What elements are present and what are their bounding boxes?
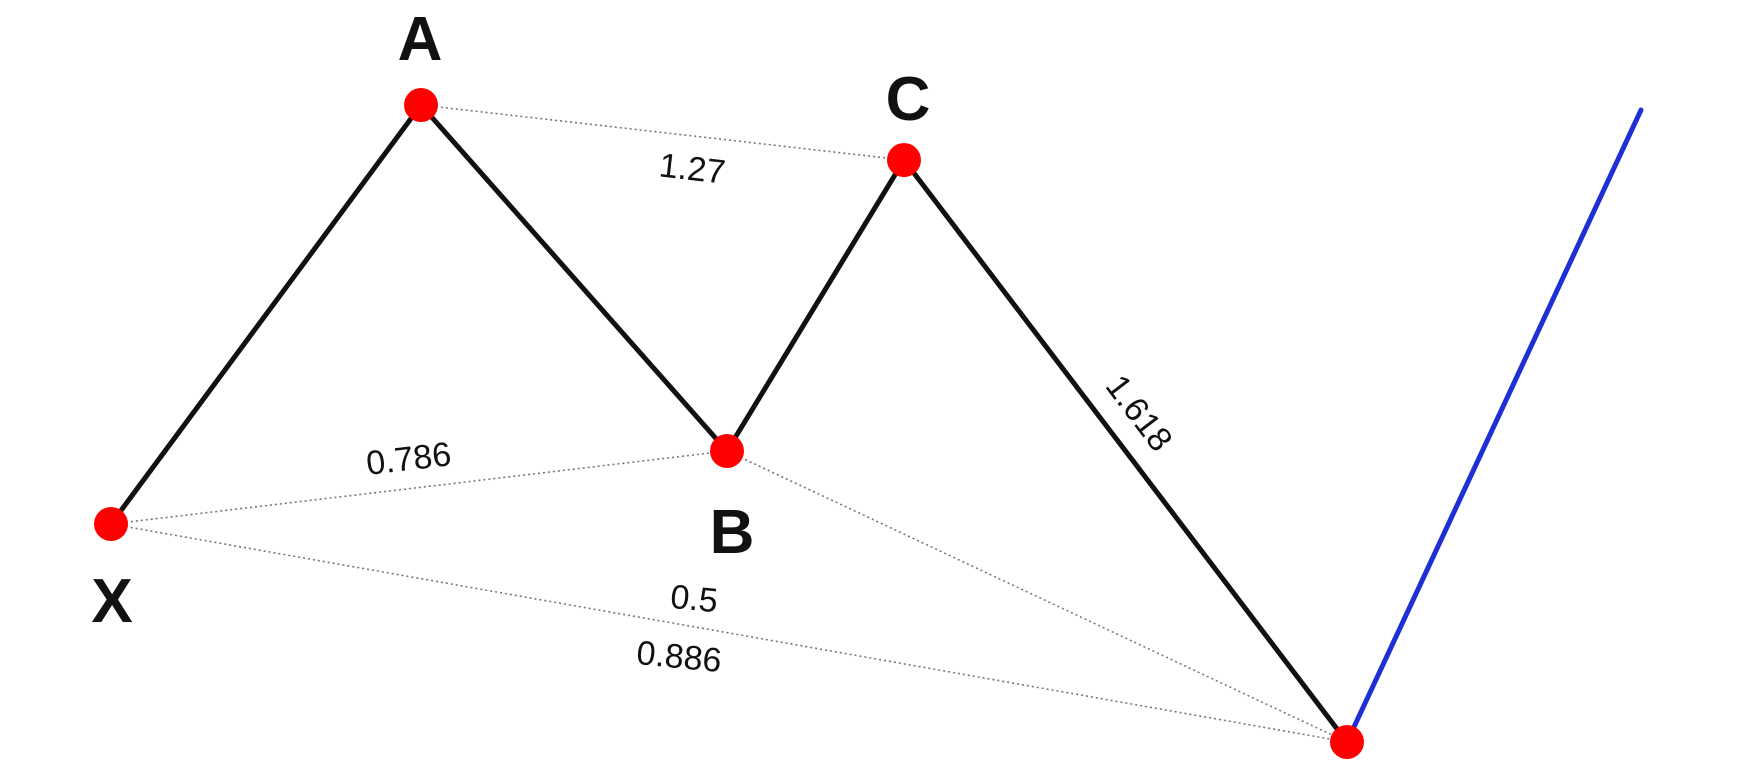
label-b: B <box>710 498 755 567</box>
label-x: X <box>91 567 132 636</box>
extension-line <box>1344 107 1644 745</box>
leg-b-c <box>724 157 907 454</box>
guide-x-b <box>110 450 728 525</box>
label-a: A <box>398 5 443 74</box>
point-c <box>887 143 921 177</box>
ratio-xd-bottom: 0.886 <box>635 634 723 680</box>
leg-c-d <box>901 157 1350 745</box>
point-x <box>94 507 128 541</box>
label-c: C <box>886 65 931 134</box>
point-b <box>710 434 744 468</box>
ratio-xd-top: 0.5 <box>669 578 720 620</box>
guide-b-d <box>726 450 1348 743</box>
ratio-ac: 1.27 <box>657 146 727 191</box>
point-d <box>1330 725 1364 759</box>
leg-x-a <box>108 102 424 527</box>
point-a <box>404 88 438 122</box>
leg-a-b <box>418 102 730 454</box>
ratio-xb: 0.786 <box>364 435 453 483</box>
guide-x-d <box>110 523 1348 743</box>
guide-a-c <box>420 104 905 161</box>
ratio-cd: 1.618 <box>1098 368 1180 459</box>
